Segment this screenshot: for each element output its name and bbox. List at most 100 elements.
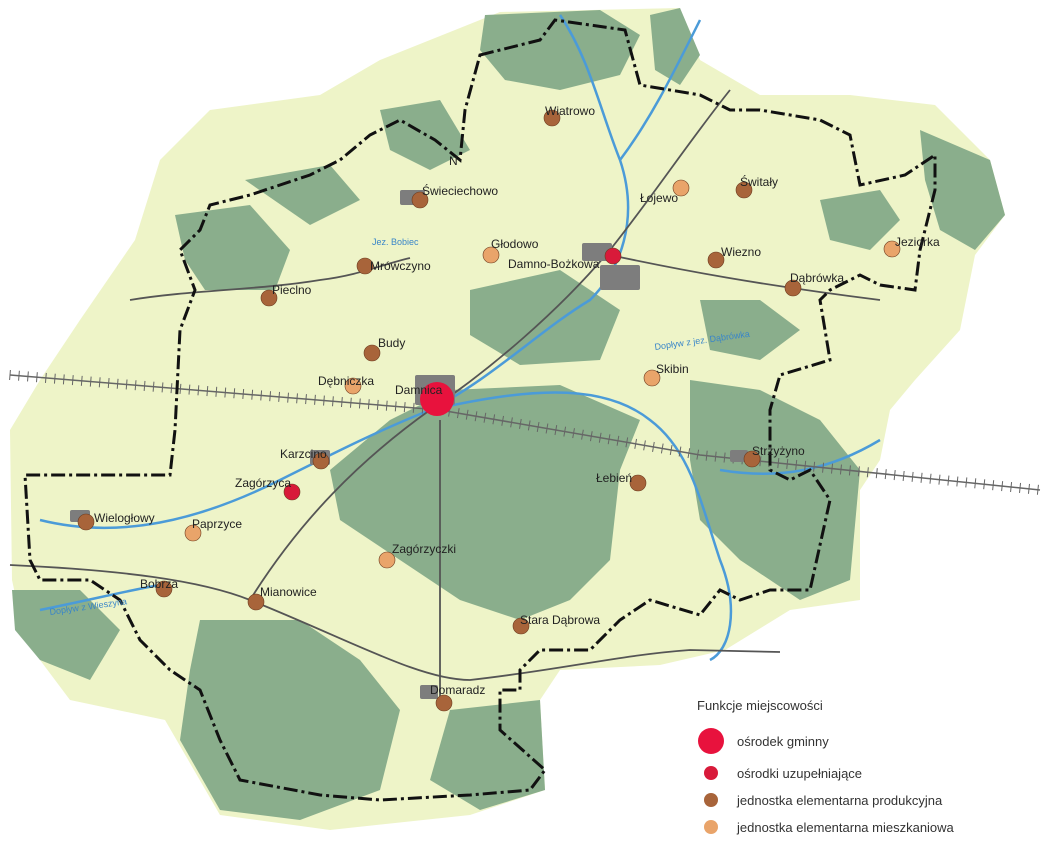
town-marker[interactable]: Świtały — [735, 174, 778, 199]
roads — [9, 89, 881, 700]
road-east — [609, 254, 881, 301]
railway-tick — [36, 372, 38, 383]
legend-item: ośrodki uzupełniające — [704, 766, 862, 781]
river-southwest — [39, 583, 161, 612]
town-marker[interactable]: Świeciechowo — [411, 183, 498, 209]
railway-tick — [920, 472, 923, 483]
railway-tick — [53, 373, 56, 384]
railway-tick — [71, 375, 74, 386]
railway-tick — [634, 438, 638, 449]
town-marker[interactable]: Skibin — [643, 362, 689, 387]
railway-tick — [723, 452, 726, 463]
railway-tick — [206, 386, 209, 397]
railway-tick — [323, 395, 325, 406]
railway-tick — [572, 428, 575, 439]
forest-patch — [690, 380, 860, 600]
town-label: Świeciechowo — [422, 183, 498, 198]
town-marker[interactable]: Damno-Bożkowa — [508, 247, 622, 271]
railway-tick — [394, 401, 397, 412]
railway-tick — [965, 477, 968, 488]
town-marker[interactable]: Łebień — [596, 471, 647, 492]
settlement-block — [582, 243, 612, 261]
railway-tick — [492, 414, 496, 425]
railway-tick — [848, 465, 851, 476]
railway-tick — [857, 466, 860, 477]
town-marker[interactable]: Zagórzyca — [235, 476, 301, 501]
railway-tick — [983, 479, 986, 490]
town-dot — [883, 240, 901, 258]
railway-tick — [197, 385, 200, 396]
railway-tick — [233, 388, 236, 399]
railway-tick — [947, 475, 950, 486]
town-label: Wiezno — [721, 245, 761, 259]
railway-tick — [554, 425, 558, 436]
town-dot — [411, 191, 429, 209]
forest-patch — [330, 385, 640, 620]
railway-tick — [795, 459, 798, 470]
town-dot — [707, 251, 725, 269]
town-marker[interactable]: Wiezno — [707, 245, 761, 269]
railway-tick — [251, 389, 254, 400]
railway-tick — [80, 375, 83, 386]
railway-tick — [938, 474, 941, 485]
town-marker[interactable]: Mrówczyno — [356, 257, 431, 275]
town-marker[interactable]: Karzcino — [280, 447, 330, 470]
railway-tick — [27, 371, 29, 382]
town-marker[interactable]: Strzyżyno — [743, 444, 805, 468]
town-marker[interactable]: Damnica — [395, 382, 454, 416]
railway-tick — [367, 399, 370, 410]
town-marker[interactable]: Domaradz — [430, 683, 485, 712]
railway-tick — [314, 394, 316, 405]
town-marker[interactable]: Głodowo — [482, 237, 539, 264]
railway-tick — [616, 435, 620, 446]
forest-patch — [430, 700, 545, 810]
town-marker[interactable]: Zagórzyczki — [378, 542, 456, 569]
town-label: Zagórzyczki — [392, 542, 456, 556]
town-label: Budy — [378, 336, 405, 350]
town-dot — [344, 377, 362, 395]
town-dot — [604, 247, 622, 265]
forest-patch — [480, 10, 640, 90]
town-label: Wiatrowo — [545, 104, 595, 118]
town-dot — [356, 257, 374, 275]
town-marker[interactable]: Mianowice — [247, 585, 317, 611]
forest-patch — [175, 205, 290, 290]
town-dot — [247, 593, 265, 611]
town-marker[interactable]: Łojewo — [640, 179, 690, 205]
town-dot — [543, 109, 561, 127]
town-label: Karzcino — [280, 447, 327, 461]
railway-tick — [376, 399, 379, 410]
railway-tick — [696, 449, 700, 460]
forest-patch — [700, 300, 800, 360]
railway-tick — [893, 470, 896, 481]
town-marker[interactable]: Paprzyce — [184, 517, 242, 542]
railway-tick — [332, 396, 334, 407]
town-dot — [260, 289, 278, 307]
town-label: Pieclno — [272, 283, 312, 297]
railway-tick — [242, 388, 245, 400]
legend-swatch — [704, 820, 718, 834]
town-marker[interactable]: Wielogłowy — [77, 511, 155, 531]
railway-tick — [412, 402, 415, 413]
town-marker[interactable]: Dębniczka — [318, 374, 374, 395]
town-marker[interactable]: Stara Dąbrowa — [512, 613, 600, 635]
town-label: Wielogłowy — [94, 511, 155, 525]
railway-tick — [179, 383, 182, 394]
town-marker[interactable]: Dąbrówka — [784, 271, 844, 297]
town-marker[interactable]: Pieclno — [260, 283, 312, 307]
railway-tick — [134, 380, 137, 391]
town-marker[interactable]: Wiatrowo — [543, 104, 595, 127]
town-dot — [155, 580, 173, 598]
railway-tick — [215, 386, 218, 397]
north-label: N — [449, 154, 458, 168]
railway-tick — [527, 420, 531, 431]
town-label: Stara Dąbrowa — [520, 613, 600, 627]
railway-tick — [660, 443, 664, 454]
town-dot — [435, 694, 453, 712]
town-marker[interactable]: Budy — [363, 336, 405, 362]
town-label: Damnica — [395, 383, 443, 397]
town-marker[interactable]: Jeziorka — [883, 235, 940, 258]
railway-tick — [974, 478, 977, 489]
town-marker[interactable]: Bobrza — [140, 577, 178, 598]
